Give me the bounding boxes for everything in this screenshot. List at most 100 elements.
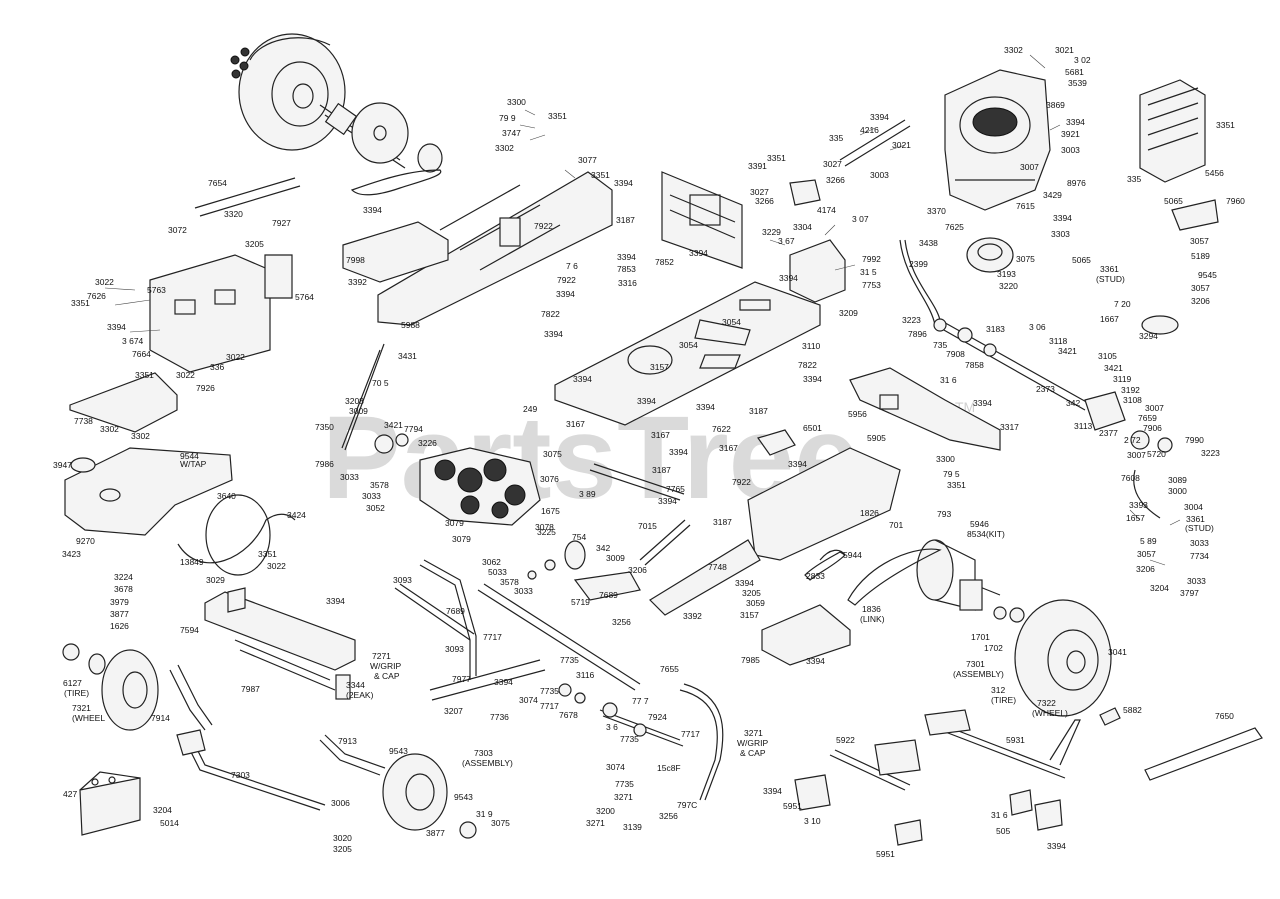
part-number-label: 7659 — [1138, 413, 1157, 423]
part-number-label: 3351 — [591, 170, 610, 180]
part-number-label: 7350 — [315, 422, 334, 432]
part-number-label: 3394 — [779, 273, 798, 283]
part-number-label: 7753 — [862, 280, 881, 290]
part-number-label: 701 — [889, 520, 903, 530]
front-left-wheel — [62, 643, 159, 731]
part-number-label: 3394 — [363, 205, 382, 215]
part-number-label: 3206 — [1191, 296, 1210, 306]
part-number-label: 7655 — [660, 664, 679, 674]
part-number-label: 3302 — [1004, 45, 1023, 55]
part-number-label: 3266 — [826, 175, 845, 185]
fuel-line — [177, 513, 296, 564]
part-number-label: (WHEEL) — [1032, 708, 1068, 718]
part-number-label: 3220 — [999, 281, 1018, 291]
part-number-label: 3033 — [514, 586, 533, 596]
part-number-label: 7998 — [346, 255, 365, 265]
part-number-label: 3022 — [267, 561, 286, 571]
part-number-label: 31 6 — [991, 810, 1008, 820]
part-number-label: 3007 — [1145, 403, 1164, 413]
part-number-label: 7922 — [557, 275, 576, 285]
part-number-label: 7626 — [87, 291, 106, 301]
part-number-label: 3209 — [839, 308, 858, 318]
part-number-label: 3 02 — [1074, 55, 1091, 65]
part-number-label: 2833 — [806, 571, 825, 581]
part-number-label: 3077 — [578, 155, 597, 165]
part-number-label: (ASSEMBLY) — [953, 669, 1004, 679]
part-number-label: 7622 — [712, 424, 731, 434]
steering-shaft — [899, 239, 1091, 411]
part-number-label: 31 6 — [940, 375, 957, 385]
ignition-switch-icon — [789, 179, 821, 206]
part-number-label: 7271 — [372, 651, 391, 661]
part-number-label: 3033 — [1190, 538, 1209, 548]
part-number-label: 3877 — [426, 828, 445, 838]
part-number-label: 5922 — [836, 735, 855, 745]
part-number-label: 3157 — [740, 610, 759, 620]
part-number-label: 3105 — [1098, 351, 1117, 361]
part-number-label: 3057 — [1137, 549, 1156, 559]
part-number-label: 3027 — [750, 187, 769, 197]
part-number-label: 7985 — [741, 655, 760, 665]
part-number-label: 3317 — [1000, 422, 1019, 432]
part-number-label: 7303 — [474, 748, 493, 758]
rear-right-wheel — [1014, 599, 1112, 717]
part-number-label: 4216 — [860, 125, 879, 135]
part-number-label: 249 — [523, 404, 537, 414]
lug-nuts — [230, 47, 250, 79]
part-number-label: 6501 — [803, 423, 822, 433]
part-number-label: 7664 — [132, 349, 151, 359]
part-number-label: 3204 — [153, 805, 172, 815]
part-number-label: 5720 — [1147, 449, 1166, 459]
drag-link — [1133, 469, 1161, 519]
spindle-right — [319, 734, 386, 776]
part-number-label: 3108 — [1123, 395, 1142, 405]
part-number-label: 3022 — [95, 277, 114, 287]
part-number-label: 3421 — [1058, 346, 1077, 356]
part-number-label: 3223 — [1201, 448, 1220, 458]
part-number-label: 31 5 — [860, 267, 877, 277]
part-number-label: 2377 — [1099, 428, 1118, 438]
part-number-label: (LINK) — [860, 614, 885, 624]
part-number-label: 754 — [572, 532, 586, 542]
part-number-label: 3074 — [606, 762, 625, 772]
part-number-label: 3075 — [491, 818, 510, 828]
part-number-label: 3539 — [1068, 78, 1087, 88]
part-number-label: 7926 — [196, 383, 215, 393]
part-number-label: & CAP — [374, 671, 400, 681]
part-number-label: 3119 — [1113, 374, 1132, 384]
part-number-label: 3113 — [1074, 421, 1093, 431]
part-number-label: 3093 — [393, 575, 412, 585]
part-number-label: 3294 — [1139, 331, 1158, 341]
part-number-label: 7986 — [315, 459, 334, 469]
part-number-label: 1701 — [971, 632, 990, 642]
part-number-label: 3351 — [71, 298, 90, 308]
part-number-label: 1836 — [862, 604, 881, 614]
part-number-label: 5905 — [867, 433, 886, 443]
tie-rod — [176, 729, 326, 811]
part-number-label: 3 06 — [1029, 322, 1046, 332]
part-number-label: W/GRIP — [370, 661, 401, 671]
part-number-label: 3266 — [755, 196, 774, 206]
part-number-label: 3187 — [616, 215, 635, 225]
part-number-label: 3300 — [936, 454, 955, 464]
floor-pan — [554, 281, 821, 426]
part-number-label: 3423 — [62, 549, 81, 559]
brake-rod — [589, 463, 685, 501]
part-number-label: 3316 — [618, 278, 637, 288]
part-number-label: 7608 — [1121, 473, 1140, 483]
part-number-label: 3089 — [1168, 475, 1187, 485]
part-number-label: 7913 — [338, 736, 357, 746]
part-number-label: 7717 — [540, 701, 559, 711]
part-number-label: 3394 — [803, 374, 822, 384]
pto-belt — [847, 548, 942, 606]
part-number-label: 3075 — [543, 449, 562, 459]
part-number-label: 3029 — [206, 575, 225, 585]
part-number-label: 7738 — [74, 416, 93, 426]
part-number-label: 5946 — [970, 519, 989, 529]
part-number-label: 3057 — [1191, 283, 1210, 293]
part-number-label: 3370 — [927, 206, 946, 216]
part-number-label: 336 — [210, 362, 224, 372]
part-number-label: 3062 — [482, 557, 501, 567]
part-number-label: 735 — [933, 340, 947, 350]
